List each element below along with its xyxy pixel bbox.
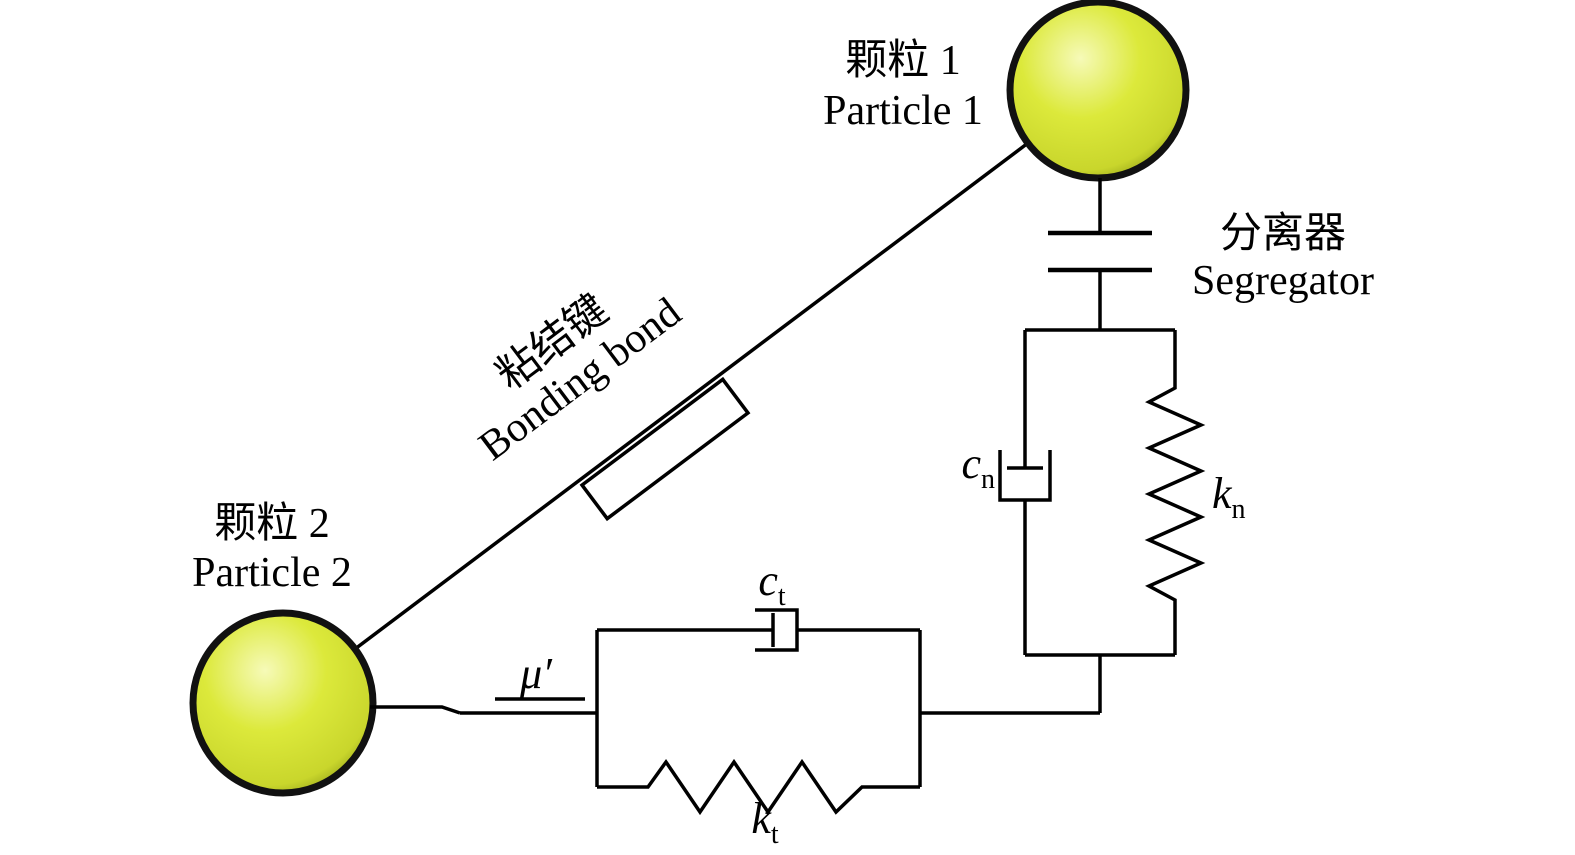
segregator-label-zh: 分离器 [1220,210,1346,257]
particle2-label-en: Particle 2 [192,550,352,596]
label-normal-spring-base: k [1212,469,1233,518]
particle1-label-zh: 颗粒 1 [845,38,961,84]
particle1-circle [1006,0,1190,182]
segregator-label-en: Segregator [1192,258,1374,304]
label-normal-damper-sub: n [981,464,995,495]
particle1-label-en: Particle 1 [823,88,983,134]
particle2-label-zh: 颗粒 2 [214,501,330,547]
label-tangential-spring-base: k [751,794,772,843]
label-tangential-damper: ct [758,556,786,612]
label-friction-coefficient: μ′ [519,649,553,698]
label-tangential-damper-base: c [758,556,778,605]
label-normal-damper: cn [961,439,995,495]
bond-line [353,141,1030,651]
particle2-circle [189,609,377,797]
label-normal-damper-base: c [961,439,981,488]
label-tangential-spring-sub: t [771,819,779,850]
bond-element-rect [579,376,751,522]
bond-label: 粘结键 Bonding bond [471,287,690,470]
bond-element [579,376,751,522]
label-normal-spring: kn [1212,469,1246,525]
normal-spring [1144,330,1206,655]
label-tangential-spring: kt [751,794,779,850]
particle2-contact-line [370,705,461,715]
tangential-spring [597,758,920,816]
label-tangential-damper-sub: t [778,581,786,612]
label-normal-spring-sub: n [1232,494,1246,525]
